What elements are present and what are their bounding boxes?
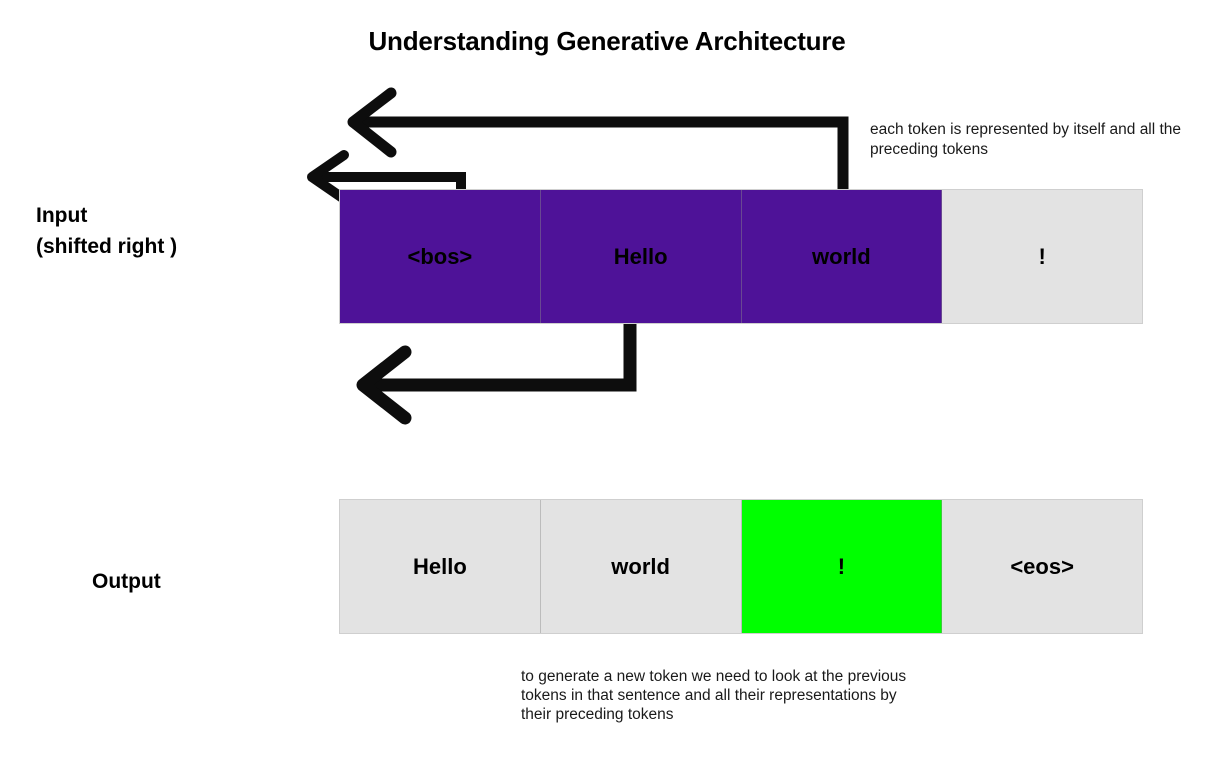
output-token-cell-3[interactable]: <eos> xyxy=(942,500,1142,633)
token-text: <bos> xyxy=(407,243,473,269)
token-text: ! xyxy=(837,553,846,579)
page-title: Understanding Generative Architecture xyxy=(368,26,846,56)
input-token-cell-2[interactable]: world xyxy=(741,190,943,323)
output-token-row: Hello world ! <eos> xyxy=(340,500,1142,633)
annotation-bottom: to generate a new token we need to look … xyxy=(521,668,907,723)
token-text: Hello xyxy=(613,243,668,269)
input-token-row: <bos> Hello world ! xyxy=(340,190,1142,323)
token-text: ! xyxy=(1038,243,1046,269)
output-token-cell-2[interactable]: ! xyxy=(741,500,943,633)
input-token-cell-0[interactable]: <bos> xyxy=(340,190,541,323)
annotation-top-right: each token is represented by itself and … xyxy=(870,121,1182,158)
output-row-label: Output xyxy=(92,570,161,593)
token-text: world xyxy=(611,553,670,579)
arrow-output-feedback xyxy=(356,315,637,425)
token-text: <eos> xyxy=(1010,553,1074,579)
arrow-world-to-bos xyxy=(347,87,849,198)
input-row-label: Input (shifted right ) xyxy=(36,204,178,258)
token-text: Hello xyxy=(412,553,467,579)
output-token-cell-0[interactable]: Hello xyxy=(340,500,541,633)
output-token-cell-1[interactable]: world xyxy=(540,500,742,633)
input-token-cell-3[interactable]: ! xyxy=(942,190,1142,323)
token-text: world xyxy=(812,243,871,269)
input-token-cell-1[interactable]: Hello xyxy=(540,190,742,323)
